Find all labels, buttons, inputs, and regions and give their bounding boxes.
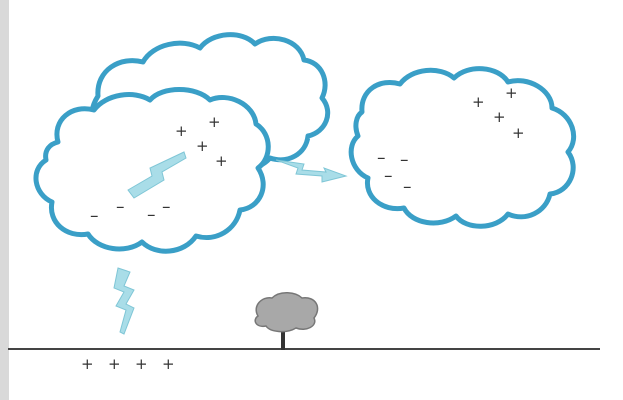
positive-charge: + (512, 124, 525, 142)
positive-charge: + (208, 113, 221, 131)
lightning-bolt-icon (114, 268, 134, 334)
tree-canopy (255, 293, 317, 332)
tree-icon (255, 293, 317, 350)
negative-charge: – (116, 197, 125, 217)
positive-charge: + (505, 84, 518, 102)
positive-charge: + (472, 93, 485, 111)
positive-charge: + (493, 108, 506, 126)
positive-charge: + (135, 355, 148, 373)
negative-charge: – (384, 166, 393, 186)
left-edge-shading (0, 0, 9, 400)
positive-charge: + (215, 152, 228, 170)
ground-charges: + + + + (81, 355, 175, 373)
negative-charge: – (400, 150, 409, 170)
negative-charge: – (147, 205, 156, 225)
positive-charge: + (81, 355, 94, 373)
lightning-bolt-icon (276, 160, 346, 182)
positive-charge: + (175, 122, 188, 140)
positive-charge: + (196, 137, 209, 155)
negative-charge: – (162, 197, 171, 217)
positive-charge: + (108, 355, 121, 373)
negative-charge: – (403, 177, 412, 197)
positive-charge: + (162, 355, 175, 373)
negative-charge: – (90, 206, 99, 226)
negative-charge: – (377, 148, 386, 168)
